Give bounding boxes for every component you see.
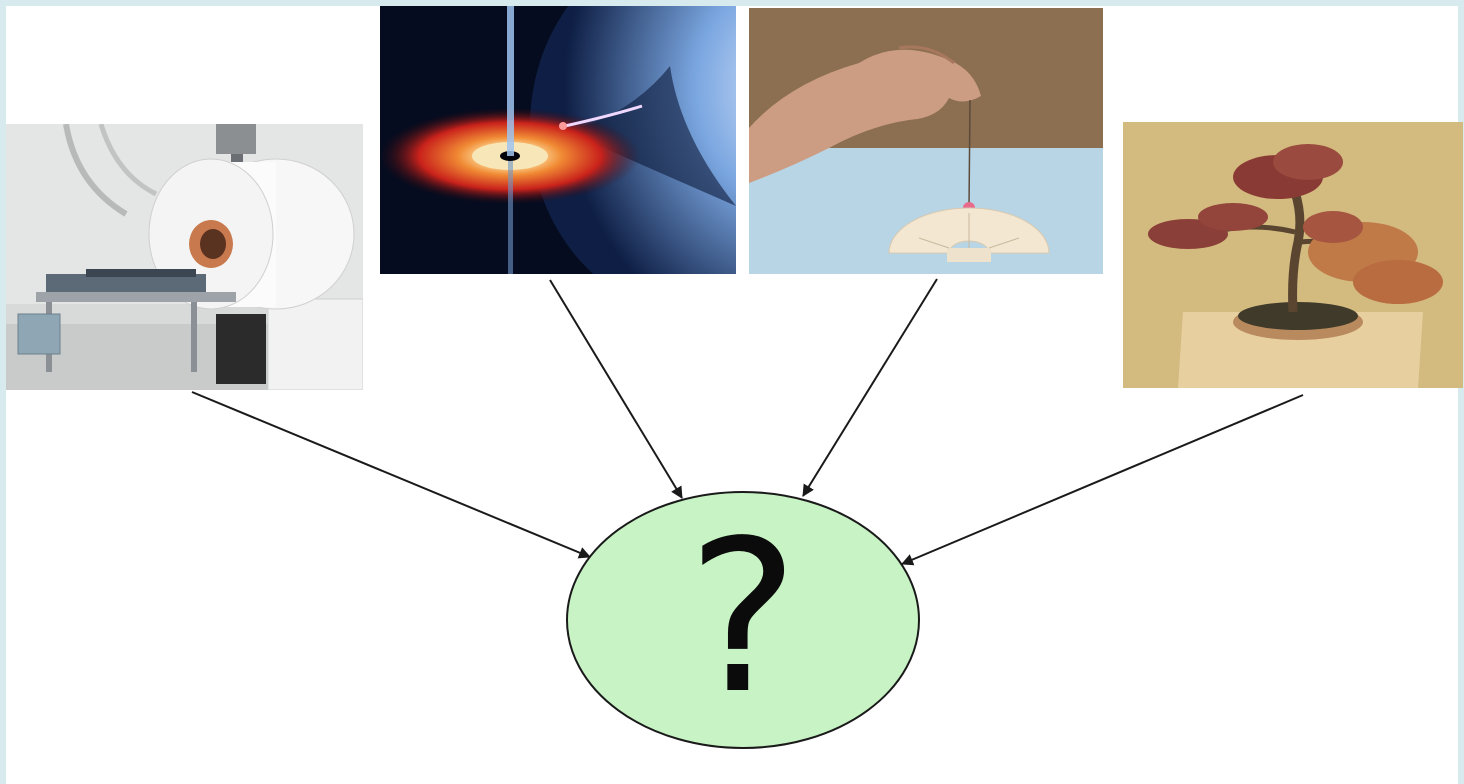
arrow-from-black-hole [550,280,682,498]
question-mark-label: ? [567,492,919,748]
diagram-canvas: ? [6,6,1458,784]
arrow-from-bonsai [902,395,1303,564]
arrow-from-mri [192,392,590,557]
arrow-from-pendulum [803,279,937,496]
